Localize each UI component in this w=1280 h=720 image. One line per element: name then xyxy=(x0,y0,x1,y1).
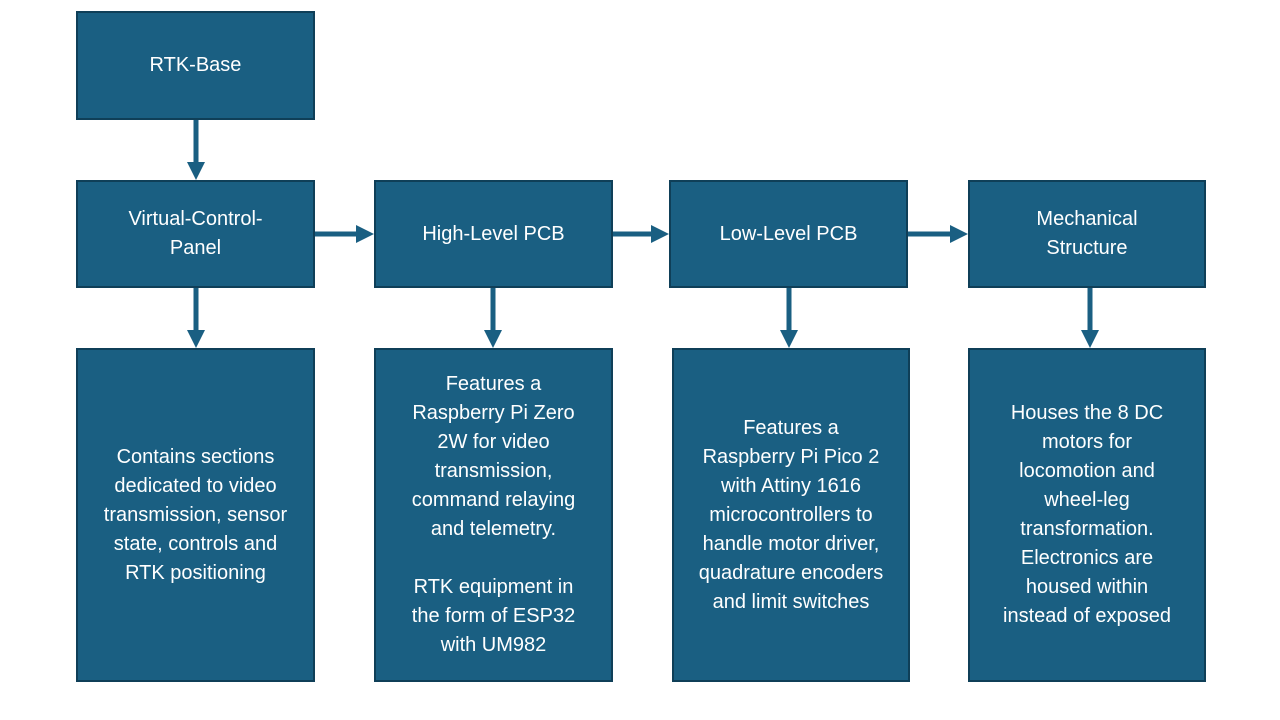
high-level-pcb-node: High-Level PCB xyxy=(374,180,613,288)
low-level-pcb-node: Low-Level PCB xyxy=(669,180,908,288)
arrow-high-level-pcb-to-low-level-pcb xyxy=(613,225,669,243)
virtual-control-panel-description-text: Contains sections dedicated to video tra… xyxy=(103,445,288,584)
rtk-base-node: RTK-Base xyxy=(76,11,315,120)
high-level-pcb-label: High-Level PCB xyxy=(422,222,565,245)
low-level-pcb-label: Low-Level PCB xyxy=(719,222,858,245)
rtk-base-label: RTK-Base xyxy=(149,54,242,76)
virtual-control-panel-label: Virtual-Control- Panel xyxy=(128,208,263,259)
virtual-control-panel-description: Contains sections dedicated to video tra… xyxy=(76,348,315,682)
arrow-low-level-pcb-to-mechanical-structure xyxy=(908,225,968,243)
arrow-rtk-base-to-virtual-control-panel xyxy=(187,120,205,180)
arrow-virtual-control-panel-to-description xyxy=(187,288,205,348)
arrow-low-level-pcb-to-description xyxy=(780,288,798,348)
arrow-high-level-pcb-to-description xyxy=(484,288,502,348)
high-level-pcb-description-text: Features a Raspberry Pi Zero 2W for vide… xyxy=(411,373,576,656)
mechanical-structure-description: Houses the 8 DC motors for locomotion an… xyxy=(968,348,1206,682)
virtual-control-panel-node: Virtual-Control- Panel xyxy=(76,180,315,288)
mechanical-structure-label: Mechanical Structure xyxy=(1036,208,1138,259)
low-level-pcb-description: Features a Raspberry Pi Pico 2 with Atti… xyxy=(672,348,910,682)
low-level-pcb-description-text: Features a Raspberry Pi Pico 2 with Atti… xyxy=(698,416,884,613)
arrow-mechanical-structure-to-description xyxy=(1081,288,1099,348)
mechanical-structure-description-text: Houses the 8 DC motors for locomotion an… xyxy=(1003,402,1171,627)
mechanical-structure-node: Mechanical Structure xyxy=(968,180,1206,288)
arrow-virtual-control-panel-to-high-level-pcb xyxy=(315,225,374,243)
high-level-pcb-description: Features a Raspberry Pi Zero 2W for vide… xyxy=(374,348,613,682)
